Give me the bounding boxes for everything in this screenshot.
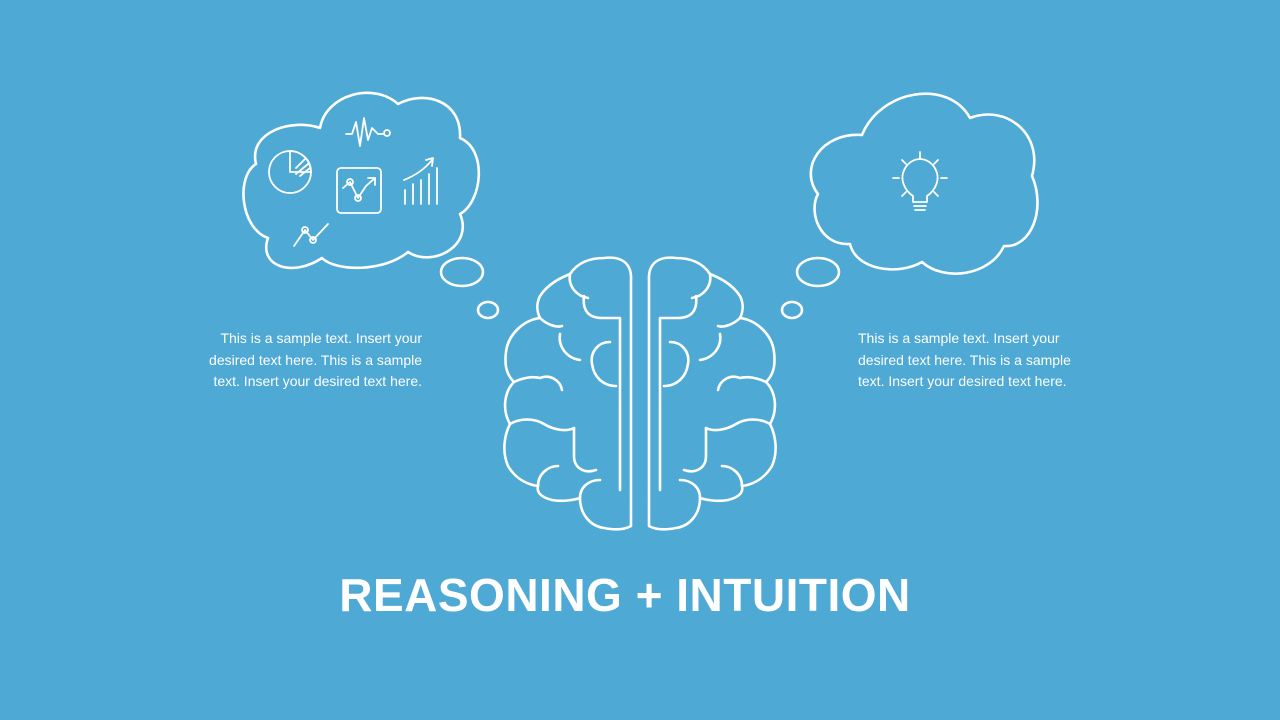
growth-bars-icon [403, 157, 438, 205]
right-thought-cloud-icon [780, 92, 1039, 320]
left-text-line-1: This is a sample text. Insert your [220, 330, 422, 346]
right-text-line-3: text. Insert your desired text here. [858, 373, 1067, 389]
lightbulb-icon [892, 151, 948, 211]
pie-chart-icon [268, 150, 312, 194]
line-graph-icon [293, 223, 329, 247]
trend-chart-icon [336, 167, 382, 214]
slide-title: REASONING + INTUITION [339, 569, 911, 621]
left-description: This is a sample text. Insert your desir… [150, 328, 422, 393]
right-text-line-1: This is a sample text. Insert your [858, 330, 1060, 346]
right-text-line-2: desired text here. This is a sample [858, 351, 1071, 368]
left-thought-cloud-icon [242, 91, 500, 320]
pulse-icon [345, 117, 391, 147]
right-description: This is a sample text. Insert your desir… [858, 328, 1138, 393]
left-text-line-3: text. Insert your desired text here. [213, 373, 422, 389]
left-text-line-2: desired text here. This is a sample [209, 351, 422, 368]
brain-icon [503, 256, 777, 531]
